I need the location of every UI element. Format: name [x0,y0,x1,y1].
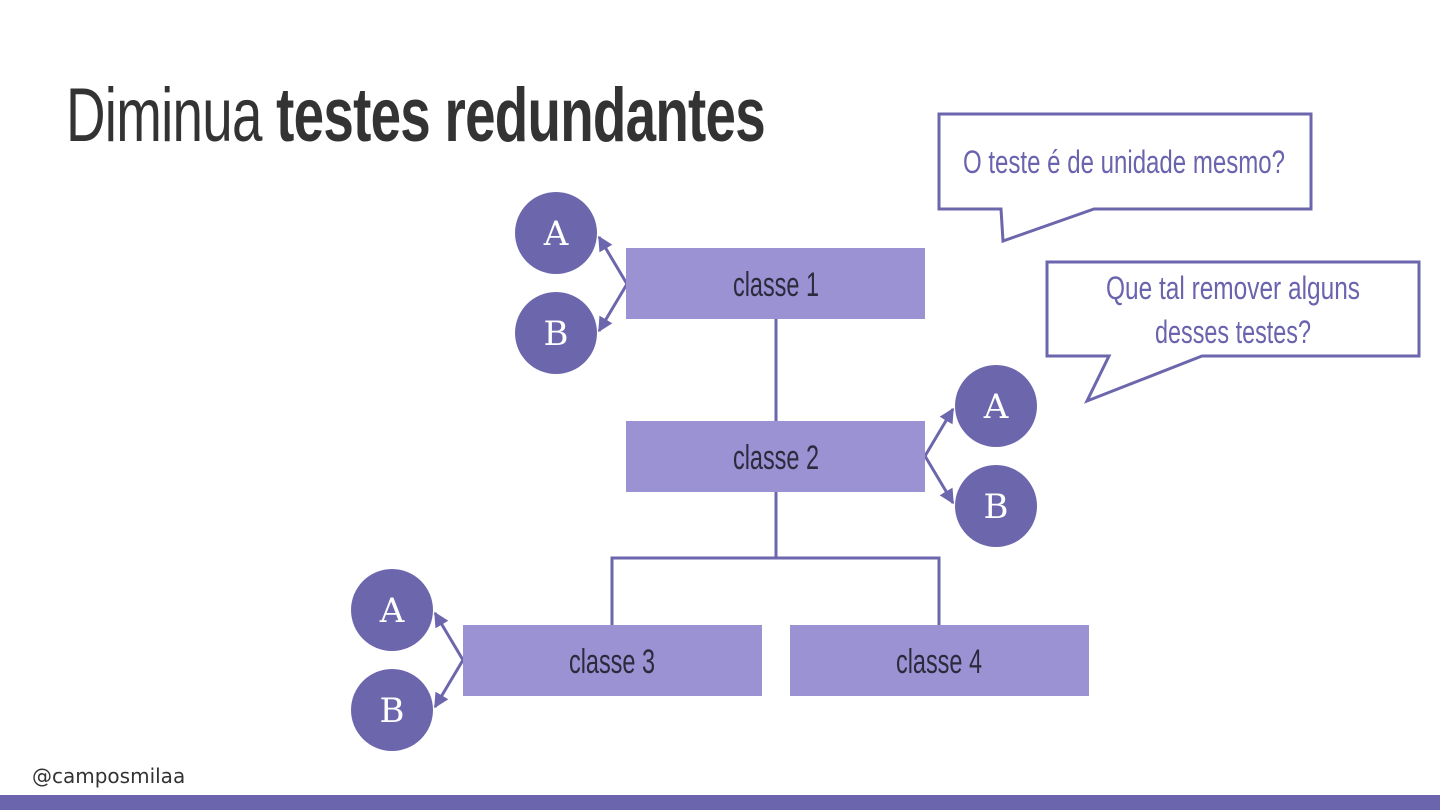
circle-c2-b: B [955,465,1037,547]
arrow-c2-b [923,455,955,505]
arrow-c2-a [923,407,955,457]
circle-c1-b: B [515,292,597,374]
speech-bubble-1-line-1: O teste é de unidade mesmo? [963,144,1285,180]
footer-bar [0,795,1440,810]
class-box-3: classe 3 [463,625,762,696]
connector-branch [610,556,941,625]
arrow-c1-a [597,235,629,285]
circle-c2-b-label: B [984,487,1009,527]
circle-c3-a: A [351,569,433,651]
title-regular: Diminua [66,73,262,158]
circle-c2-a: A [955,365,1037,447]
circle-c3-b: B [351,669,433,751]
slide-title: Diminua testes redundantes [66,72,766,159]
circle-c1-a: A [515,192,597,274]
class-box-2: classe 2 [626,421,925,492]
class-box-1: classe 1 [626,248,925,319]
author-handle: @camposmilaa [32,764,186,788]
class-box-2-label: classe 2 [733,439,819,477]
circle-c3-b-label: B [380,691,405,731]
arrow-c1-b [597,283,629,333]
speech-bubble-2: Que tal remover alguns desses testes? [1045,260,1421,404]
circle-c1-a-label: A [543,214,569,254]
circle-c1-b-label: B [544,314,569,354]
speech-bubble-2-line-2: desses testes? [1155,314,1311,350]
arrow-c3-a [433,611,465,661]
circle-c2-a-label: A [983,387,1009,427]
title-bold: testes redundantes [276,73,766,158]
class-box-3-label: classe 3 [569,643,655,681]
class-box-4: classe 4 [790,625,1089,696]
circle-c3-a-label: A [379,591,405,631]
class-box-4-label: classe 4 [896,643,982,681]
speech-bubble-1: O teste é de unidade mesmo? [937,112,1313,244]
arrow-c3-b [433,659,465,709]
class-box-1-label: classe 1 [733,266,819,304]
speech-bubble-2-line-1: Que tal remover alguns [1106,270,1360,306]
